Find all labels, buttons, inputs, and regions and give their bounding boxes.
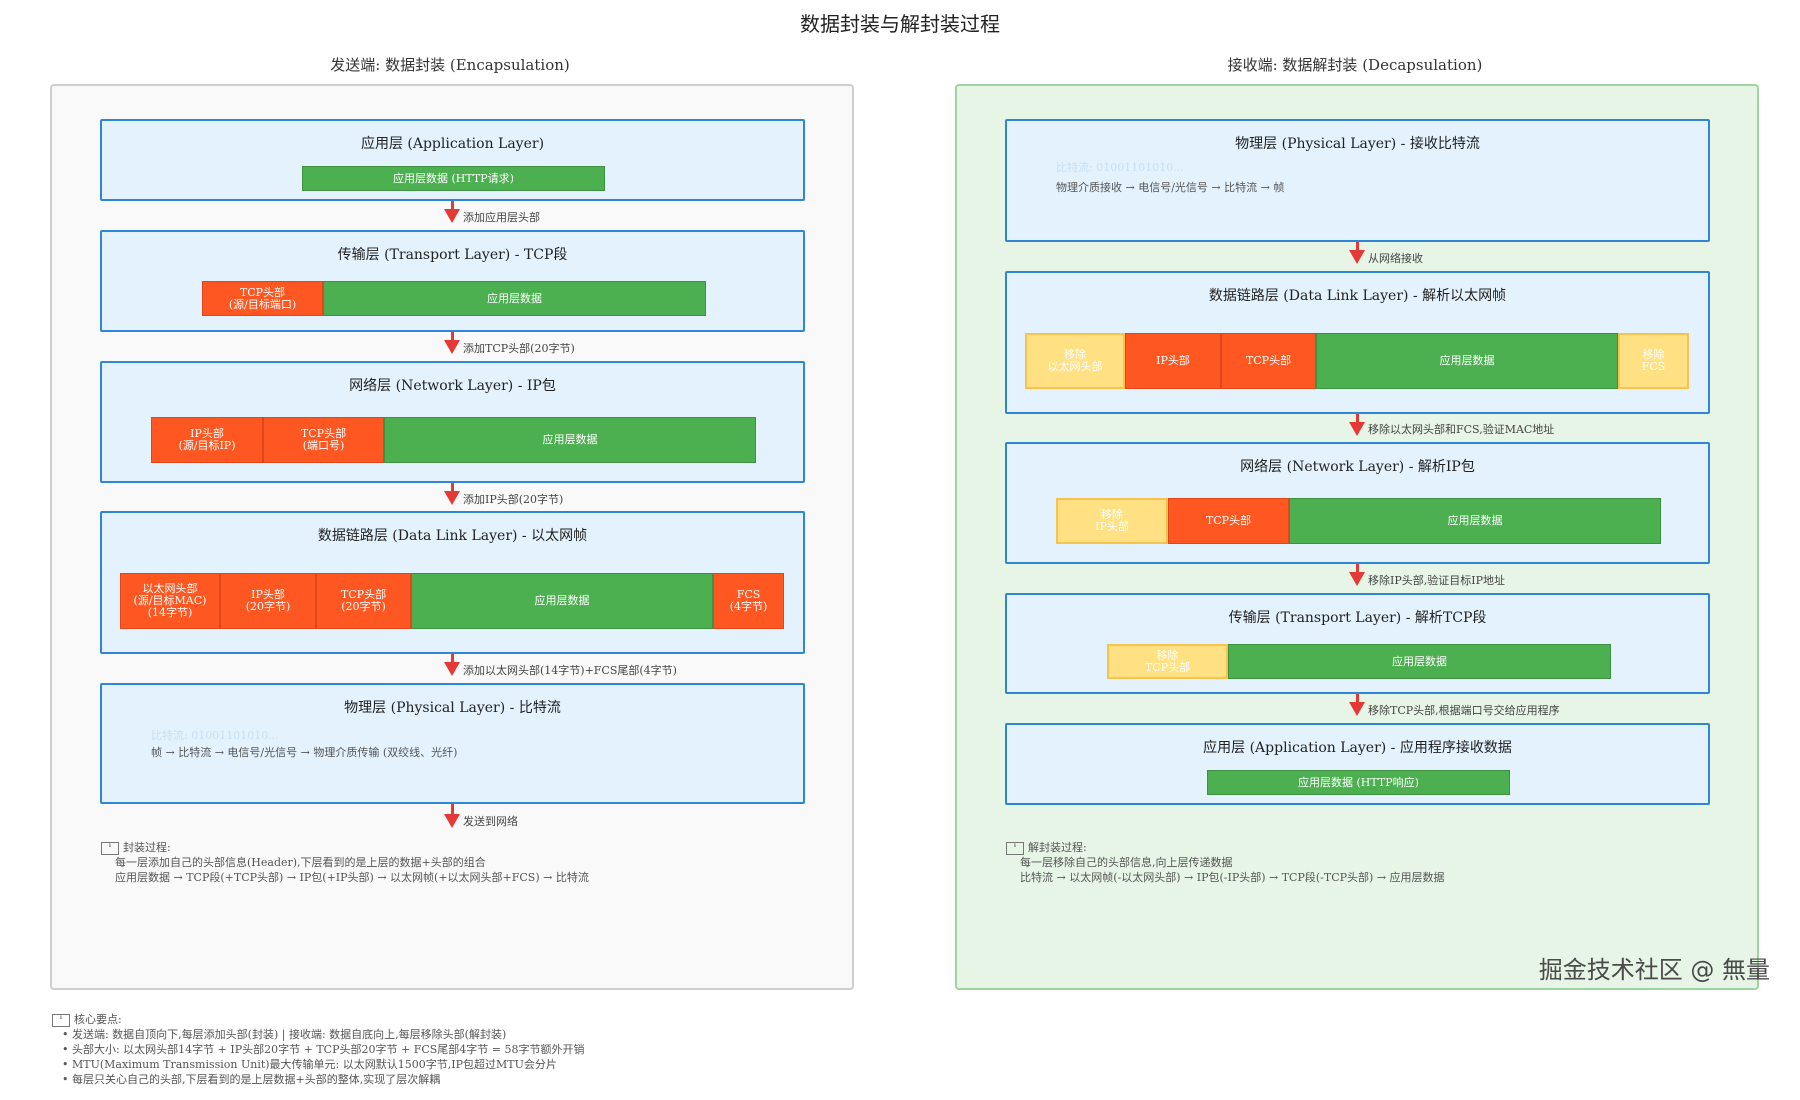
app-data-segment: 应用层数据 [323,281,706,316]
physical-flow-text: 物理介质接收 → 电信号/光信号 → 比特流 → 帧 [1056,181,1285,194]
ethernet-header-segment: 以太网头部 (源/目标MAC) (14字节) [120,573,220,629]
down-arrow-icon [444,662,460,676]
sender-heading: 发送端: 数据封装 (Encapsulation) [330,56,570,74]
arrow-line [1356,414,1359,424]
arrow-label: 移除TCP头部,根据端口号交给应用程序 [1368,704,1560,717]
down-arrow-icon [444,209,460,223]
receiver-heading: 接收端: 数据解封装 (Decapsulation) [1227,56,1483,74]
fcs-segment: FCS (4字节) [713,573,784,629]
receiver-transport-layer: 传输层 (Transport Layer) - 解析TCP段 移除 TCP头部 … [1005,593,1710,694]
down-arrow-icon [444,340,460,354]
app-data-segment: 应用层数据 [1316,333,1618,389]
arrow-label: 移除IP头部,验证目标IP地址 [1368,574,1505,587]
key-point-line: • 头部大小: 以太网头部14字节 + IP头部20字节 + TCP头部20字节… [62,1043,585,1056]
arrow-label: 从网络接收 [1368,252,1423,265]
note-line: 每一层添加自己的头部信息(Header),下层看到的是上层的数据+头部的组合 [115,856,486,869]
arrow-line [1356,242,1359,252]
layer-title: 物理层 (Physical Layer) - 比特流 [344,700,561,716]
tcp-header-segment: TCP头部 (20字节) [316,573,411,629]
layer-title: 物理层 (Physical Layer) - 接收比特流 [1235,136,1480,152]
ip-header-segment: IP头部 [1125,333,1221,389]
receiver-datalink-layer: 数据链路层 (Data Link Layer) - 解析以太网帧 移除 以太网头… [1005,271,1710,414]
arrow-label: 添加以太网头部(14字节)+FCS尾部(4字节) [463,664,677,677]
app-data-segment: 应用层数据 (HTTP响应) [1207,770,1510,795]
layer-title: 数据链路层 (Data Link Layer) - 以太网帧 [317,528,588,544]
down-arrow-icon [444,814,460,828]
arrow-label: 发送到网络 [463,815,518,828]
tcp-header-segment: TCP头部 (端口号) [263,417,384,463]
tcp-header-segment: TCP头部 [1168,498,1289,544]
note-line: 比特流 → 以太网帧(-以太网头部) → IP包(-IP头部) → TCP段(-… [1020,871,1445,884]
watermark: 掘金技术社区 @ 無量 [1538,956,1770,984]
down-arrow-icon [1349,702,1365,716]
arrow-line [451,804,454,816]
bitstream-text: 比特流: 01001101010... [1056,161,1184,174]
key-point-line: • 每层只关心自己的头部,下层看到的是上层数据+头部的整体,实现了层次解耦 [62,1073,441,1086]
app-data-segment: 应用层数据 [411,573,713,629]
removed-ip-header-segment: 移除 IP头部 [1056,498,1168,544]
key-points-heading: 核心要点: [74,1013,122,1026]
removed-ethernet-header-segment: 移除 以太网头部 [1025,333,1125,389]
down-arrow-icon [1349,250,1365,264]
encapsulation-note: ℹ 封装过程: 每一层添加自己的头部信息(Header),下层看到的是上层的数据+… [101,840,589,885]
down-arrow-icon [1349,422,1365,436]
down-arrow-icon [1349,572,1365,586]
arrow-line [451,654,454,664]
layer-title: 网络层 (Network Layer) - IP包 [349,378,556,394]
note-line: 每一层移除自己的头部信息,向上层传递数据 [1020,856,1233,869]
key-points: ℹ 核心要点: • 发送端: 数据自顶向下,每层添加头部(封装) | 接收端: 数… [52,1012,585,1087]
layer-title: 应用层 (Application Layer) - 应用程序接收数据 [1203,740,1512,756]
tcp-header-segment: TCP头部 [1221,333,1316,389]
physical-flow-text: 帧 → 比特流 → 电信号/光信号 → 物理介质传输 (双绞线、光纤) [151,746,458,759]
key-point-line: • MTU(Maximum Transmission Unit)最大传输单元: … [62,1058,557,1071]
removed-fcs-segment: 移除 FCS [1618,333,1689,389]
bitstream-text: 比特流: 01001101010... [151,729,279,742]
note-heading: 封装过程: [123,841,171,854]
arrow-label: 移除以太网头部和FCS,验证MAC地址 [1368,423,1555,436]
receiver-physical-layer: 物理层 (Physical Layer) - 接收比特流 比特流: 010011… [1005,119,1710,242]
layer-title: 传输层 (Transport Layer) - TCP段 [337,247,568,263]
note-line: 应用层数据 → TCP段(+TCP头部) → IP包(+IP头部) → 以太网帧… [115,871,589,884]
sender-physical-layer: 物理层 (Physical Layer) - 比特流 比特流: 01001101… [100,683,805,804]
key-point-line: • 发送端: 数据自顶向下,每层添加头部(封装) | 接收端: 数据自底向上,每… [62,1028,507,1041]
decapsulation-note: ℹ 解封装过程: 每一层移除自己的头部信息,向上层传递数据 比特流 → 以太网帧(… [1006,840,1445,885]
ip-header-segment: IP头部 (源/目标IP) [151,417,263,463]
layer-title: 应用层 (Application Layer) [360,136,545,152]
receiver-application-layer: 应用层 (Application Layer) - 应用程序接收数据 应用层数据… [1005,723,1710,805]
sender-transport-layer: 传输层 (Transport Layer) - TCP段 TCP头部 (源/目标… [100,230,805,332]
ip-header-segment: IP头部 (20字节) [220,573,316,629]
app-data-segment: 应用层数据 [384,417,756,463]
arrow-line [451,483,454,493]
layer-title: 网络层 (Network Layer) - 解析IP包 [1240,459,1475,475]
diagram-title: 数据封装与解封装过程 [800,12,1000,36]
removed-tcp-header-segment: 移除 TCP头部 [1107,644,1228,679]
info-icon: ℹ [52,1013,70,1027]
arrow-label: 添加TCP头部(20字节) [463,342,575,355]
receiver-network-layer: 网络层 (Network Layer) - 解析IP包 移除 IP头部 TCP头… [1005,442,1710,564]
tcp-header-segment: TCP头部 (源/目标端口) [202,281,323,316]
arrow-label: 添加IP头部(20字节) [463,493,564,506]
info-icon: ℹ [1006,841,1024,855]
layer-title: 传输层 (Transport Layer) - 解析TCP段 [1228,610,1487,626]
arrow-line [451,332,454,342]
app-data-segment: 应用层数据 [1289,498,1661,544]
sender-network-layer: 网络层 (Network Layer) - IP包 IP头部 (源/目标IP) … [100,361,805,483]
note-heading: 解封装过程: [1028,841,1087,854]
arrow-line [1356,564,1359,574]
app-data-segment: 应用层数据 (HTTP请求) [302,166,605,191]
sender-datalink-layer: 数据链路层 (Data Link Layer) - 以太网帧 以太网头部 (源/… [100,511,805,654]
arrow-label: 添加应用层头部 [463,211,540,224]
app-data-segment: 应用层数据 [1228,644,1611,679]
info-icon: ℹ [101,841,119,855]
arrow-line [1356,694,1359,704]
arrow-line [451,201,454,211]
down-arrow-icon [444,491,460,505]
layer-title: 数据链路层 (Data Link Layer) - 解析以太网帧 [1208,288,1507,304]
sender-application-layer: 应用层 (Application Layer) 应用层数据 (HTTP请求) [100,119,805,201]
